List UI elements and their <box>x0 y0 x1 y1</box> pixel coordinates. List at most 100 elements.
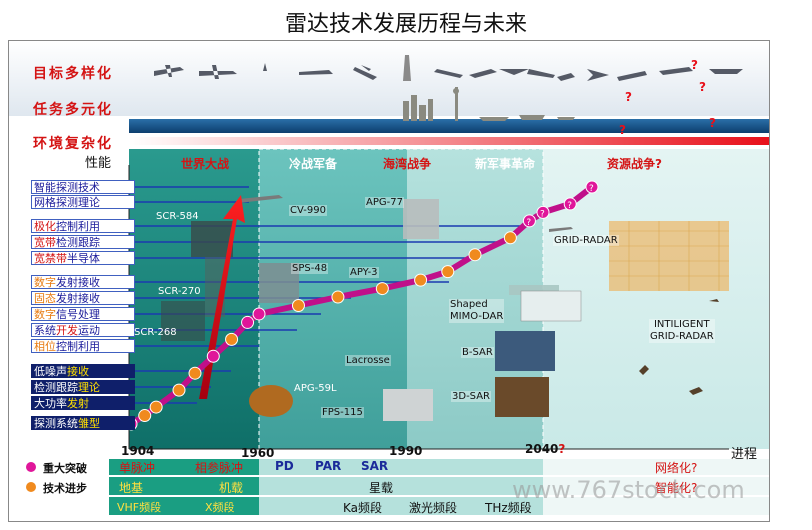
system-caption: B-SAR <box>461 347 494 358</box>
sky-band <box>9 41 769 116</box>
page-title: 雷达技术发展历程与未来 <box>284 12 527 37</box>
system-caption: GRID-RADAR <box>553 235 619 246</box>
environment-bar <box>129 137 769 145</box>
header-targets: 目标多样化 <box>33 66 113 82</box>
tech-label: 检测跟踪理论 <box>31 380 135 394</box>
breakthrough-point <box>522 214 536 228</box>
bottom-row3-text: 激光频段 <box>409 501 458 515</box>
system-caption: APG-59L <box>294 383 337 394</box>
bottom-row3-text: VHF频段 <box>117 501 162 514</box>
bottom-row2-ww <box>109 477 259 495</box>
tech-label: 固态发射接收 <box>31 291 135 305</box>
progress-point <box>468 248 482 262</box>
radar-images <box>161 195 729 421</box>
tech-label: 智能探测技术 <box>31 180 135 194</box>
progress-point <box>291 299 305 312</box>
bottom-row3-ww <box>109 497 259 515</box>
system-caption: APG-77 <box>365 197 404 208</box>
tech-label: 数字发射接收 <box>31 275 135 289</box>
aircraft-icons <box>154 55 743 81</box>
ww-red-arrow <box>199 195 245 399</box>
bottom-row1-mid <box>259 459 543 475</box>
unknown-point-mark: ? <box>540 209 545 219</box>
breakthrough-point <box>252 307 266 321</box>
svg-text:?: ? <box>691 58 698 72</box>
progress-point <box>225 332 239 346</box>
era-resource-war: 资源战争? <box>607 157 662 171</box>
unknown-point-mark: ? <box>526 218 531 228</box>
bottom-row2-text: 机载 <box>219 481 244 495</box>
svg-text:?: ? <box>699 80 706 94</box>
system-caption: SCR-270 <box>158 286 201 297</box>
city-ships-icons <box>403 87 575 121</box>
bottom-row3-text: Ka频段 <box>343 501 383 515</box>
legend-breakthrough-dot <box>26 462 36 472</box>
tech-label: 相位控制利用 <box>31 339 135 353</box>
breakthrough-point <box>206 349 220 363</box>
development-points: ???? <box>124 180 599 431</box>
x-axis-label: 进程 <box>731 447 758 462</box>
bottom-row3-future <box>543 497 769 515</box>
tech-label: 探测系统雏型 <box>31 416 135 430</box>
system-caption: INTILIGENT GRID-RADAR <box>649 319 715 343</box>
bottom-row1-future <box>543 459 769 475</box>
year-1904: 1904 <box>121 444 155 458</box>
svg-text:?: ? <box>709 116 716 130</box>
year-2040: 2040? <box>525 442 566 456</box>
progress-point <box>414 273 428 287</box>
breakthrough-point <box>563 197 577 211</box>
bottom-row2-future <box>543 477 769 495</box>
diagram-canvas: ??? ?? <box>9 41 769 515</box>
unknown-point-mark: ? <box>589 184 594 194</box>
breakthrough-point <box>536 205 550 219</box>
svg-text:?: ? <box>625 90 632 104</box>
bottom-row3-text: X频段 <box>205 501 235 514</box>
era-cold-war: 冷战军备 <box>289 157 338 171</box>
tech-label: 数字信号处理 <box>31 307 135 321</box>
system-caption: FPS-115 <box>321 407 364 418</box>
unknown-threat-marks: ??? ?? <box>619 58 716 137</box>
bottom-row2-text: 智能化? <box>655 481 698 495</box>
bottom-row1-text: 网络化? <box>655 461 698 475</box>
progress-point <box>375 282 389 296</box>
y-axis-label: 性能 <box>85 156 112 171</box>
tech-label: 极化控制利用 <box>31 219 135 233</box>
system-caption: SCR-584 <box>156 211 199 222</box>
bottom-row1-text: 单脉冲 <box>119 461 156 475</box>
sea-band <box>129 119 769 133</box>
bottom-row1-text: 相参脉冲 <box>195 461 244 475</box>
system-caption: 3D-SAR <box>451 391 491 402</box>
tech-label: 系统开发运动 <box>31 323 135 337</box>
breakthrough-point <box>585 180 599 194</box>
progress-point <box>503 231 517 245</box>
breakthrough-point <box>241 315 255 329</box>
system-caption: SPS-48 <box>291 263 329 274</box>
panel-ww <box>129 149 259 449</box>
year-1960: 1960 <box>241 446 275 460</box>
bottom-row2-mid <box>259 477 543 495</box>
progress-point <box>441 265 455 279</box>
diagram-frame: ??? ?? <box>8 40 770 522</box>
bottom-row3-text: THz频段 <box>485 501 532 515</box>
header-environment: 环境复杂化 <box>33 136 113 152</box>
progress-point <box>149 400 163 414</box>
watermark: www.767stock.com <box>512 476 745 504</box>
svg-text:?: ? <box>619 123 626 137</box>
legend-breakthrough-label: 重大突破 <box>43 462 87 475</box>
bottom-row1-ww <box>109 459 259 475</box>
system-caption: Shaped MIMO-DAR <box>449 299 505 323</box>
tech-label: 宽带检测跟踪 <box>31 235 135 249</box>
bottom-row1-text: SAR <box>361 459 389 473</box>
tech-label: 网格探测理论 <box>31 195 135 209</box>
bottom-row2-text: 星载 <box>369 481 394 495</box>
system-caption: CV-990 <box>289 205 327 216</box>
progress-point <box>172 383 186 397</box>
bottom-row1-text: PD <box>275 459 294 473</box>
bottom-row2-text: 地基 <box>119 481 144 495</box>
year-1990: 1990 <box>389 444 423 458</box>
bottom-row3-mid <box>259 497 543 515</box>
tech-label: 大功率发射 <box>31 396 135 410</box>
header-tasks: 任务多元化 <box>33 102 113 118</box>
progress-point <box>188 366 202 380</box>
tech-label: 低噪声接收 <box>31 364 135 378</box>
